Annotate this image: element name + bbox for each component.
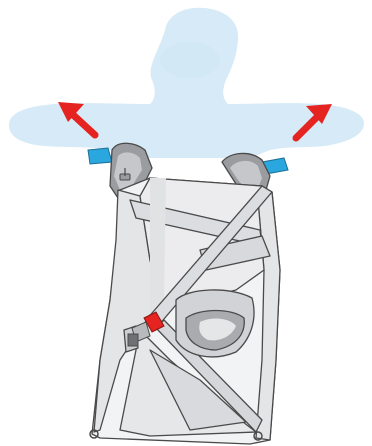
silhouette-icon [9, 8, 364, 158]
carrier-body [92, 143, 280, 444]
shoulder-strap-left-icon [88, 148, 112, 164]
